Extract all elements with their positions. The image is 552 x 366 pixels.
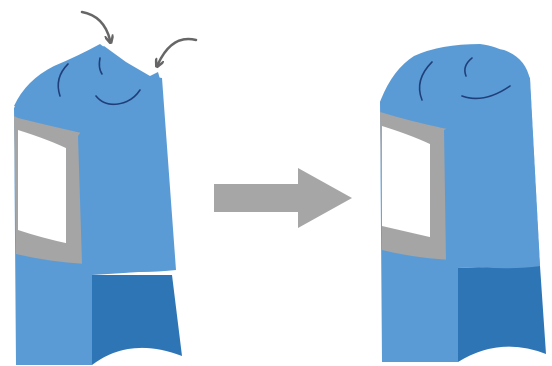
after-tube [380, 44, 546, 362]
window-frame-notch [66, 148, 80, 246]
window-frame-notch [430, 144, 444, 242]
before-tube [14, 10, 198, 365]
right-block-arrow-icon [214, 168, 352, 228]
crease-line [98, 57, 103, 75]
crease-line [95, 89, 141, 106]
fold-flap [78, 76, 176, 272]
crease-line [418, 61, 433, 101]
closed-face [444, 80, 540, 269]
crease-line [57, 63, 69, 97]
tube-inner-opening [92, 275, 182, 365]
crease-line [461, 85, 511, 100]
fold-pointer-icon [80, 10, 110, 40]
fold-pointer-icon [158, 37, 198, 64]
window-white [18, 130, 70, 244]
crease-line [464, 57, 473, 77]
tube-top-cap [14, 44, 162, 112]
tube-inner-opening [458, 266, 546, 362]
window-white [382, 126, 434, 238]
